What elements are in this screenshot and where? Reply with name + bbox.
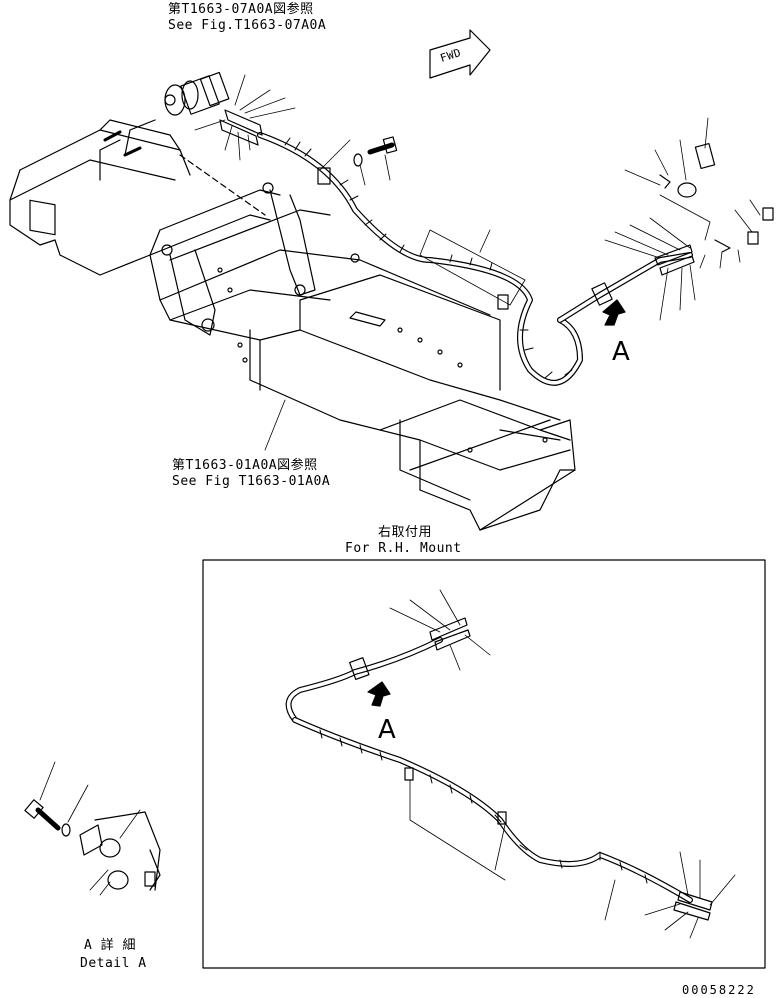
top-ref-en: See Fig.T1663-07A0A (168, 18, 327, 33)
detail-title-jp: A 詳 細 (84, 938, 136, 953)
bolt-washer (353, 136, 398, 167)
inset-title-jp: 右取付用 (378, 525, 433, 540)
hose-assembly-main (219, 109, 695, 386)
view-marker-main: A (612, 337, 631, 367)
detail-title-en: Detail A (80, 956, 147, 971)
view-arrow-a (602, 299, 626, 326)
chassis-frame (9, 119, 576, 531)
fittings-group (659, 142, 774, 253)
view-marker-inset: A (378, 715, 397, 745)
frame-ref-jp: 第T1663-01A0A図参照 (172, 458, 318, 473)
leader-lines-inset (389, 589, 736, 939)
leader-lines-detail (39, 761, 141, 896)
detail-a-parts (24, 799, 161, 891)
top-ref-jp: 第T1663-07A0A図参照 (168, 2, 314, 17)
hose-assembly-inset (285, 617, 713, 921)
motor-unit (164, 71, 230, 116)
inset-frame (202, 559, 766, 969)
frame-ref-en: See Fig T1663-01A0A (172, 474, 331, 489)
fwd-arrow (429, 29, 491, 79)
inset-title-en: For R.H. Mount (345, 541, 462, 556)
view-arrow-a-inset (367, 681, 391, 707)
leader-lines-main (194, 74, 761, 451)
drawing-number: 00058222 (682, 983, 756, 997)
